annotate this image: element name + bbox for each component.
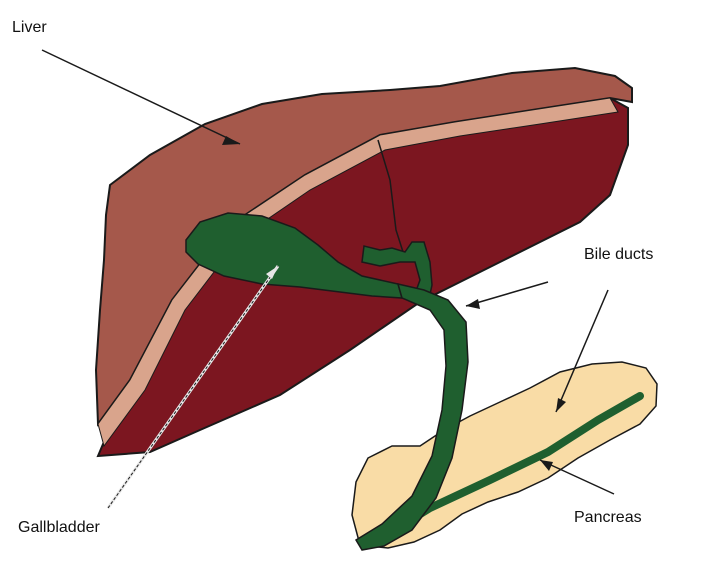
label-liver: Liver <box>12 20 47 36</box>
label-gallbladder: Gallbladder <box>18 520 100 536</box>
bile-ducts-pointer-1-arrowhead <box>466 299 480 309</box>
label-pancreas: Pancreas <box>574 510 642 526</box>
liver-pointer <box>42 50 240 144</box>
label-bile-ducts: Bile ducts <box>584 247 653 263</box>
